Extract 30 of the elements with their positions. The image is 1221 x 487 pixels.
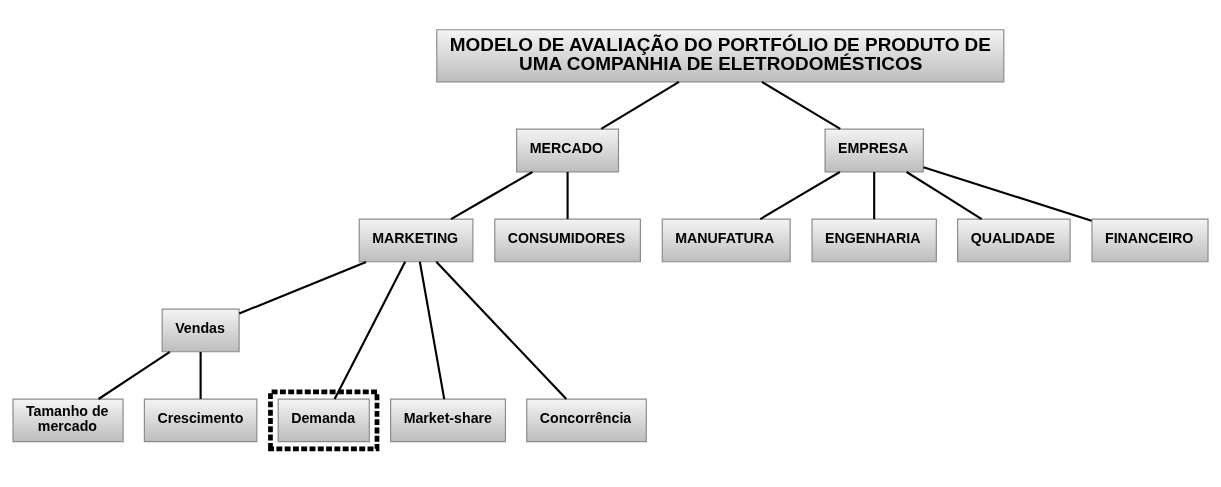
node-box: Vendas [161, 308, 240, 352]
connector [873, 171, 876, 219]
node-box: ENGENHARIA [811, 218, 937, 262]
connector [906, 170, 983, 220]
node-box: MERCADO [516, 128, 620, 172]
node-box: CONSUMIDORES [494, 218, 641, 262]
connector [199, 351, 202, 399]
node-box: QUALIDADE [957, 218, 1071, 262]
node-box: Concorrência [526, 398, 647, 442]
connector [333, 260, 407, 400]
node-box: FINANCEIRO [1091, 218, 1209, 262]
node-box: Tamanho de mercado [12, 398, 124, 442]
connector [238, 260, 367, 315]
node-box: Market-share [390, 398, 507, 442]
connector [759, 170, 841, 220]
node-box: MARKETING [358, 218, 474, 262]
cluster [268, 389, 380, 451]
connector [418, 261, 446, 399]
node-box: Crescimento [143, 398, 258, 442]
node-box: MODELO DE AVALIAÇÃO DO PORTFÓLIO DE PRODUTO DE UMA COMPANHIA DE ELETRODOMÉSTICOS [436, 28, 1005, 82]
node-box: MANUFATURA [661, 218, 791, 262]
node-box: EMPRESA [824, 128, 924, 172]
connector [600, 80, 680, 130]
connector [761, 80, 841, 130]
connector [566, 171, 569, 219]
connector [923, 165, 1092, 222]
connector [435, 260, 568, 400]
node-box: Demanda [277, 398, 370, 442]
connector [98, 350, 171, 400]
connector [450, 170, 533, 220]
